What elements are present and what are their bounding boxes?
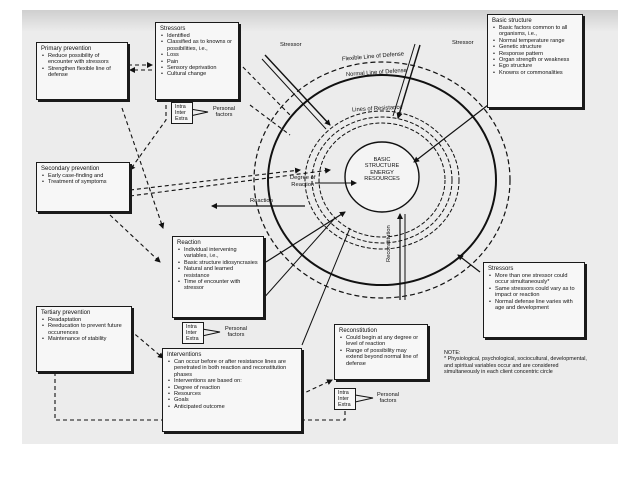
reconstitution-title: Reconstitution — [339, 328, 378, 334]
flexible-line-of-defense-circle — [253, 61, 511, 299]
list-item: Normal defense line varies with age and … — [489, 299, 580, 312]
line-of-resistance-circle-3 — [318, 122, 446, 238]
list-item: Range of possibility may extend beyond n… — [340, 348, 423, 367]
stressors-title: Stressors — [160, 26, 186, 32]
right-stressors-arrow — [457, 254, 481, 273]
tertiary-prevention-box: Tertiary prevention Readaptation Reeduca… — [36, 306, 132, 372]
stressors-right-title: Stressors — [488, 266, 514, 272]
core-label: BASIC STRUCTURE ENERGY RESOURCES — [364, 157, 400, 183]
basic-structure-title: Basic structure — [492, 18, 532, 24]
list-item: Loss — [161, 52, 234, 59]
list-item: More than one stressor could occur simul… — [489, 273, 580, 286]
basic-structure-arrow — [413, 104, 489, 163]
basic-structure-box: Basic structure Basic factors common to … — [487, 14, 583, 108]
list-item: Basic structure idiosyncrasies — [178, 260, 259, 267]
list-item: Maintenance of stability — [42, 336, 127, 343]
normal-line-of-defense-circle — [267, 74, 497, 286]
list-item: Time of encounter with stressor — [178, 279, 259, 292]
list-item: Normal temperature range — [493, 38, 578, 45]
list-item: Interventions are based on: — [168, 378, 297, 385]
line-of-resistance-circle-2 — [311, 116, 453, 244]
tertiary-prevention-title: Tertiary prevention — [41, 310, 91, 316]
personal-factors-triad-bottom: Intra Inter Extra — [334, 388, 356, 410]
personal-factors-label-top: Personal factors — [212, 106, 236, 119]
reaction-arrow-label: Reaction — [250, 198, 273, 204]
list-item: Ego structure — [493, 63, 578, 70]
stressor-arrow-left — [264, 54, 331, 126]
reaction-to-circle-arrow — [265, 211, 346, 263]
personal-factors-triad-top: Intra Inter Extra — [171, 102, 193, 124]
personal-factors-label-bottom: Personal factors — [376, 392, 400, 405]
list-item: Anticipated outcome — [168, 404, 297, 411]
list-item: Response pattern — [493, 51, 578, 58]
primary-prevention-box: Primary prevention Reduce possibility of… — [36, 42, 128, 100]
reaction-title: Reaction — [177, 240, 201, 246]
footnote-title: NOTE: — [444, 350, 461, 356]
personal-factors-label-middle: Personal factors — [224, 326, 248, 339]
personal-factors-triad-middle: Intra Inter Extra — [182, 322, 204, 344]
footnote: NOTE: * Physiological, psychological, so… — [444, 350, 590, 375]
stressors-box-right: Stressors More than one stressor could o… — [483, 262, 585, 338]
list-item: Readaptation — [42, 317, 127, 324]
list-item: Individual intervening variables, i.e., — [178, 247, 259, 260]
list-item: Pain — [161, 59, 234, 66]
interventions-box: Interventions Can occur before or after … — [162, 348, 302, 432]
line-of-resistance-circle-1 — [304, 110, 460, 250]
reconstitution-box: Reconstitution Could begin at any degree… — [334, 324, 428, 380]
list-item: Early case-finding and — [42, 173, 125, 180]
stressors-box-top: Stressors Identified Classified as to kn… — [155, 22, 239, 100]
interventions-title: Interventions — [167, 352, 202, 358]
list-item: Basic factors common to all organisms, i… — [493, 25, 578, 38]
list-item: Sensory deprivation — [161, 65, 234, 72]
list-item: Can occur before or after resistance lin… — [168, 359, 297, 378]
list-item: Natural and learned resistance — [178, 266, 259, 279]
secondary-prevention-box: Secondary prevention Early case-finding … — [36, 162, 130, 212]
list-item: Same stressors could vary as to impact o… — [489, 286, 580, 299]
stressor-label-right: Stressor — [452, 40, 474, 46]
list-item: Degree of reaction — [168, 385, 297, 392]
list-item: Organ strength or weakness — [493, 57, 578, 64]
stressor-arrow-right — [396, 44, 421, 119]
list-item: Strengthen flexible line of defense — [42, 66, 123, 79]
list-item: Classified as to knowns or possibilities… — [161, 39, 234, 52]
list-item: Genetic structure — [493, 44, 578, 51]
list-item: Identified — [161, 33, 234, 40]
reconstitution-arrow-label: Reconstitution — [386, 225, 392, 262]
list-item: Treatment of symptoms — [42, 179, 125, 186]
basic-structure-core-circle — [344, 141, 420, 213]
list-item: Reduce possibility of encounter with str… — [42, 53, 123, 66]
list-item: Knowns or commonalities — [493, 70, 578, 77]
list-item: Resources — [168, 391, 297, 398]
list-item: Goals — [168, 397, 297, 404]
degree-of-reaction-label: Degree of Reaction — [290, 175, 316, 188]
footnote-text: * Physiological, psychological, sociocul… — [444, 356, 587, 375]
list-item: Reeducation to prevent future occurrence… — [42, 323, 127, 336]
list-item: Could begin at any degree or level of re… — [340, 335, 423, 348]
list-item: Cultural change — [161, 71, 234, 78]
secondary-prevention-title: Secondary prevention — [41, 166, 100, 172]
primary-prevention-title: Primary prevention — [41, 46, 92, 52]
stressor-label-left: Stressor — [280, 42, 302, 48]
reaction-box: Reaction Individual intervening variable… — [172, 236, 264, 318]
